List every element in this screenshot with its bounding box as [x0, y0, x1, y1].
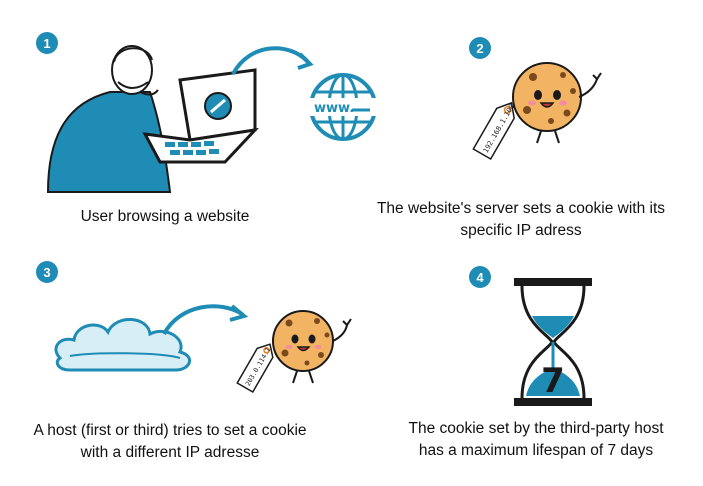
ip-tag-icon: 203.0.114.1 [236, 343, 274, 394]
step-badge: 2 [469, 37, 491, 59]
step-badge: 1 [36, 32, 58, 54]
cloud-icon [54, 318, 191, 372]
ip-tag-icon: 192.168.1.100 [472, 101, 516, 161]
globe-label: www. [314, 101, 354, 116]
user-laptop-icon [46, 45, 314, 193]
step-4-caption: The cookie set by the third-party host h… [408, 420, 664, 459]
arrow-icon [162, 304, 249, 336]
step-badge: 3 [36, 261, 58, 283]
hourglass-icon: 7 [514, 278, 592, 406]
hourglass-number: 7 [541, 361, 565, 401]
cookie-icon [512, 62, 602, 144]
step-1-caption: User browsing a website [80, 208, 250, 225]
step-2-caption: The website's server sets a cookie with … [376, 200, 666, 239]
cookie-icon [272, 310, 352, 384]
step-badge: 4 [469, 266, 491, 288]
globe-icon: www. [308, 73, 378, 141]
step-3-caption: A host (first or third) tries to set a c… [33, 422, 307, 461]
